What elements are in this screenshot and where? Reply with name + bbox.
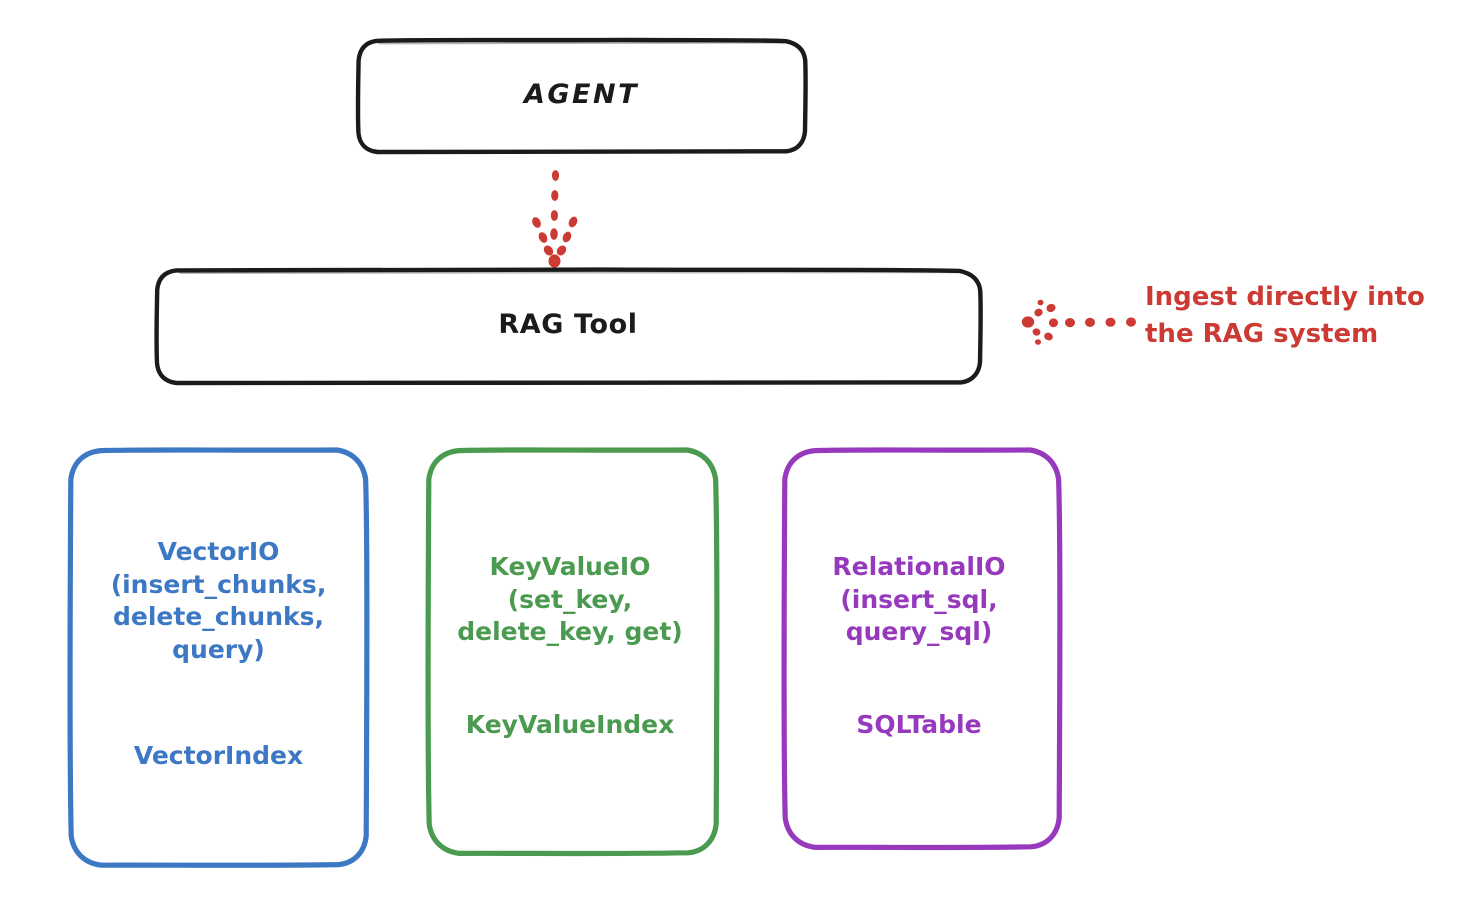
ingest-arrow <box>1021 299 1136 345</box>
key-value-io-label: KeyValueIO (set_key, delete_key, get) <box>457 552 683 646</box>
key-value-io-box[interactable] <box>425 447 720 857</box>
relational-io-box[interactable] <box>781 447 1063 851</box>
ingest-annotation-label: Ingest directly into the RAG system <box>1145 282 1425 349</box>
key-value-io-sub-label: KeyValueIndex <box>465 710 675 739</box>
vector-io-label: VectorIO (insert_chunks, delete_chunks, … <box>110 537 327 664</box>
relational-io-label: RelationalIO (insert_sql, query_sql) <box>832 552 1006 646</box>
agent-node-label: AGENT <box>523 79 639 110</box>
vector-io-sub-label: VectorIndex <box>133 741 304 770</box>
relational-io-sub-label: SQLTable <box>856 710 982 739</box>
rag-tool-node-label: RAG Tool <box>498 309 638 340</box>
agent-to-rag-arrow <box>532 170 578 268</box>
